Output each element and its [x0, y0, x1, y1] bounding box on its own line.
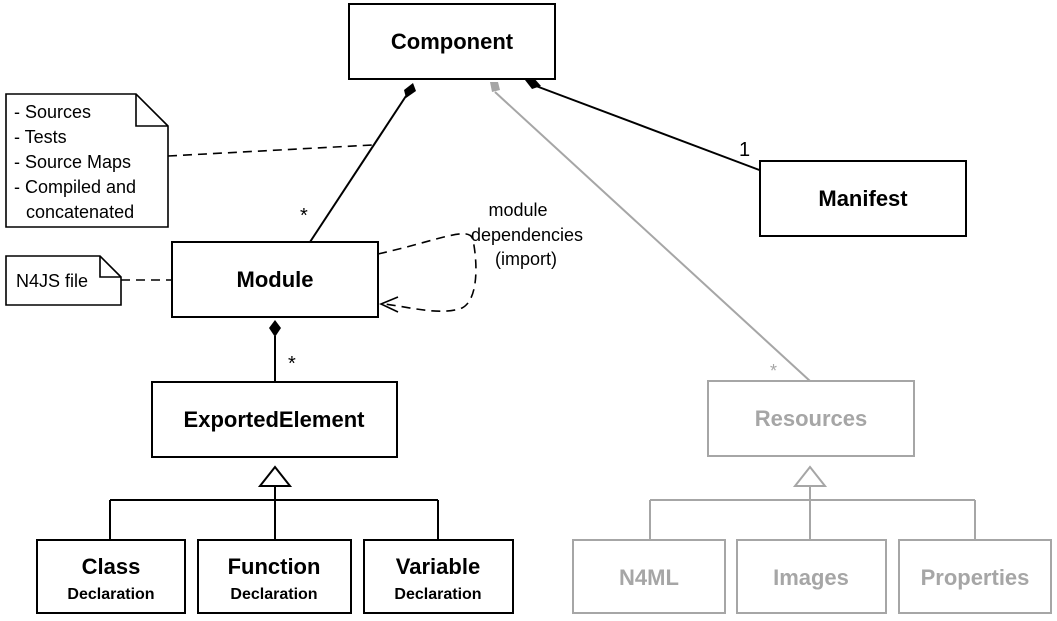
class-label-line1: Class: [82, 554, 141, 579]
component-manifest-link: [535, 85, 763, 172]
faded-connectors: [494, 91, 976, 540]
module-multiplicity: *: [300, 205, 308, 227]
variable-label-line1: Variable: [396, 554, 480, 579]
manifest-box[interactable]: Manifest: [759, 160, 967, 237]
dependency-arrowhead: [379, 296, 399, 313]
module-box[interactable]: Module: [171, 241, 379, 318]
resources-box[interactable]: Resources: [707, 380, 915, 457]
resources-multiplicity: *: [770, 361, 777, 381]
sources-note-line4: - Compiled and: [14, 177, 136, 197]
n4ml-box[interactable]: N4ML: [572, 539, 726, 614]
dependency-label-line2: dependencies: [471, 225, 583, 245]
variable-declaration-box[interactable]: Variable Declaration: [363, 539, 514, 614]
sources-note-line2: - Tests: [14, 127, 67, 147]
resources-label: Resources: [755, 406, 868, 431]
n4js-note-label: N4JS file: [16, 271, 88, 291]
images-box[interactable]: Images: [736, 539, 887, 614]
exported-composition-diamond: [269, 320, 281, 337]
component-box[interactable]: Component: [348, 3, 556, 80]
sources-note-line3: - Source Maps: [14, 152, 131, 172]
properties-label: Properties: [921, 565, 1030, 590]
dependency-label-line1: module: [488, 200, 547, 220]
module-dependency-loop: [377, 232, 477, 312]
module-composition-diamond: [404, 83, 416, 98]
class-declaration-box[interactable]: Class Declaration: [36, 539, 186, 614]
component-label: Component: [391, 29, 514, 54]
manifest-multiplicity: 1: [739, 139, 750, 161]
sources-note[interactable]: - Sources - Tests - Source Maps - Compil…: [5, 93, 169, 228]
sources-note-line5: concatenated: [26, 202, 134, 222]
images-label: Images: [773, 565, 849, 590]
function-declaration-box[interactable]: Function Declaration: [197, 539, 352, 614]
connectors: [109, 85, 763, 540]
resources-generalization-triangle: [792, 465, 828, 487]
dependency-label-line3: (import): [495, 249, 557, 269]
sources-note-link: [167, 144, 373, 157]
variable-label-line2: Declaration: [394, 586, 481, 603]
sources-note-line1: - Sources: [14, 102, 91, 122]
function-label-line2: Declaration: [230, 586, 317, 603]
exported-multiplicity: *: [288, 353, 296, 375]
exported-element-label: ExportedElement: [184, 407, 366, 432]
module-label: Module: [237, 267, 314, 292]
component-module-link: [309, 95, 407, 243]
n4ml-label: N4ML: [619, 565, 679, 590]
component-resources-link: [494, 91, 811, 382]
resources-aggregation-diamond: [490, 82, 500, 92]
manifest-label: Manifest: [818, 186, 908, 211]
note-connectors: [121, 144, 477, 312]
class-label-line2: Declaration: [67, 586, 154, 603]
n4js-note[interactable]: N4JS file: [5, 255, 122, 306]
exported-generalization-triangle: [257, 465, 293, 487]
properties-box[interactable]: Properties: [898, 539, 1052, 614]
exported-element-box[interactable]: ExportedElement: [151, 381, 398, 458]
function-label-line1: Function: [228, 554, 321, 579]
